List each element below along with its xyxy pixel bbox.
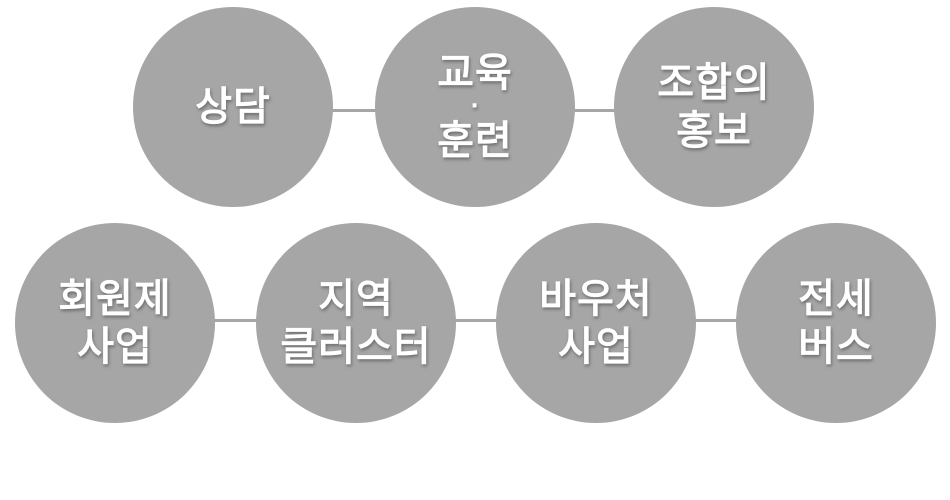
connector-line — [573, 109, 619, 112]
node-union-promotion: 조합의 홍보 — [614, 7, 814, 207]
connector-line — [454, 319, 500, 322]
connector-line — [332, 109, 378, 112]
node-separator-dot: · — [470, 94, 480, 120]
node-label: 클러스터 — [280, 324, 432, 370]
node-education-training: 교육 · 훈련 — [375, 7, 575, 207]
node-label: 버스 — [798, 324, 874, 370]
node-membership-business: 회원제 사업 — [15, 223, 215, 423]
node-counseling: 상담 — [133, 7, 333, 207]
node-label: 사업 — [558, 324, 634, 370]
node-label: 지역 — [318, 276, 394, 322]
node-label: 전세 — [798, 276, 874, 322]
node-label: 사업 — [77, 324, 153, 370]
node-charter-bus: 전세 버스 — [736, 223, 936, 423]
connector-line — [694, 319, 740, 322]
node-voucher-business: 바우처 사업 — [496, 223, 696, 423]
node-label: 바우처 — [539, 276, 653, 322]
node-label: 훈련 — [437, 117, 513, 164]
node-label: 상담 — [195, 84, 271, 130]
node-label: 조합의 — [657, 60, 771, 106]
connector-line — [214, 319, 260, 322]
node-regional-cluster: 지역 클러스터 — [256, 223, 456, 423]
node-label: 회원제 — [58, 276, 172, 322]
node-label: 홍보 — [676, 108, 752, 154]
node-label: 교육 — [437, 50, 513, 97]
